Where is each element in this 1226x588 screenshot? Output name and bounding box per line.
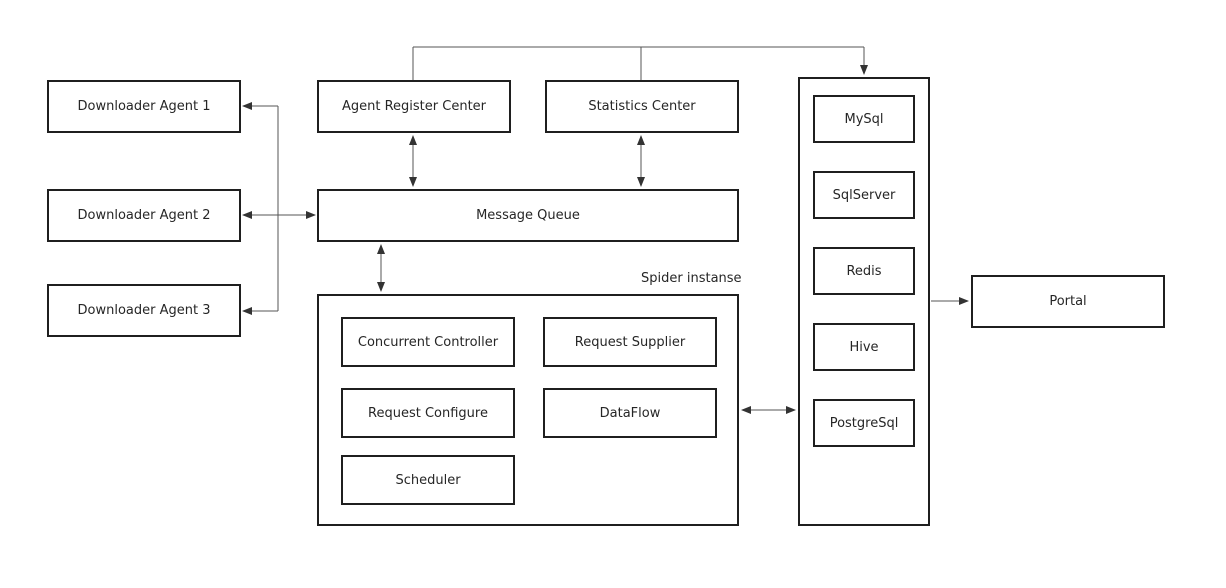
scheduler: Scheduler <box>341 455 515 505</box>
statistics-center-label: Statistics Center <box>588 99 696 114</box>
request-supplier-label: Request Supplier <box>574 334 686 350</box>
storage-redis-label: Redis <box>846 263 882 279</box>
storage-postgresql: PostgreSql <box>813 399 915 447</box>
storage-sqlserver: SqlServer <box>813 171 915 219</box>
message-queue-label: Message Queue <box>476 208 580 223</box>
request-supplier: Request Supplier <box>543 317 717 367</box>
storage-hive: Hive <box>813 323 915 371</box>
downloader-agent-3-label: Downloader Agent 3 <box>77 303 211 318</box>
storage-mysql: MySql <box>813 95 915 143</box>
request-configure: Request Configure <box>341 388 515 438</box>
concurrent-controller: Concurrent Controller <box>341 317 515 367</box>
storage-container <box>798 77 930 526</box>
agent-register-center-label: Agent Register Center <box>341 99 487 114</box>
downloader-agent-2: Downloader Agent 2 <box>47 189 241 242</box>
dataflow-label: DataFlow <box>599 405 661 421</box>
request-configure-label: Request Configure <box>368 405 488 421</box>
agent-bus-connector <box>242 102 316 315</box>
storage-postgresql-label: PostgreSql <box>829 415 899 431</box>
downloader-agent-1: Downloader Agent 1 <box>47 80 241 133</box>
scheduler-label: Scheduler <box>395 472 461 488</box>
storage-mysql-label: MySql <box>844 111 884 127</box>
agent-register-center: Agent Register Center <box>317 80 511 133</box>
downloader-agent-3: Downloader Agent 3 <box>47 284 241 337</box>
downloader-agent-2-label: Downloader Agent 2 <box>77 208 211 223</box>
dataflow: DataFlow <box>543 388 717 438</box>
portal: Portal <box>971 275 1165 328</box>
storage-hive-label: Hive <box>849 339 879 355</box>
storage-sqlserver-label: SqlServer <box>832 187 896 203</box>
concurrent-controller-label: Concurrent Controller <box>357 334 499 350</box>
portal-label: Portal <box>1049 294 1087 309</box>
centers-storage-connector <box>412 46 868 80</box>
downloader-agent-1-label: Downloader Agent 1 <box>77 99 211 114</box>
statistics-center: Statistics Center <box>545 80 739 133</box>
storage-redis: Redis <box>813 247 915 295</box>
message-queue: Message Queue <box>317 189 739 242</box>
spider-instance-title: Spider instanse <box>641 271 742 286</box>
